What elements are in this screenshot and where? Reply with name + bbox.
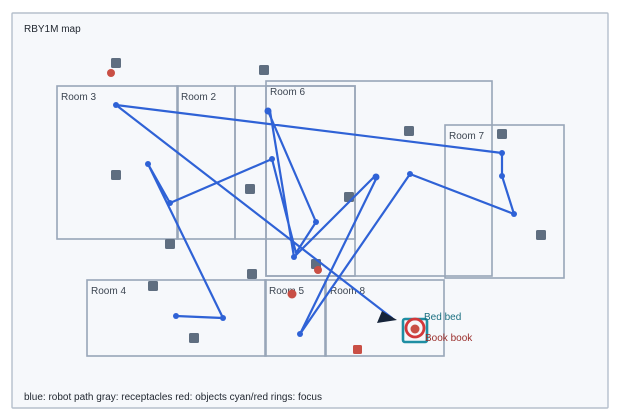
room-3 bbox=[56, 85, 179, 240]
room-label-7: Room 7 bbox=[449, 131, 484, 142]
focus-object-ring bbox=[404, 317, 426, 339]
receptacle-marker bbox=[245, 184, 255, 194]
waypoint bbox=[264, 107, 272, 115]
room-label-3: Room 3 bbox=[61, 92, 96, 103]
receptacle-marker bbox=[536, 230, 546, 240]
waypoint bbox=[173, 313, 179, 319]
room-label-4: Room 4 bbox=[91, 286, 126, 297]
waypoint bbox=[407, 171, 413, 177]
waypoint bbox=[297, 331, 303, 337]
waypoint bbox=[145, 161, 151, 167]
map-title: RBY1M map bbox=[24, 24, 81, 35]
receptacle-marker bbox=[259, 65, 269, 75]
object-marker bbox=[353, 345, 362, 354]
focus-object-label: Book book bbox=[425, 333, 473, 344]
room-4 bbox=[86, 279, 267, 357]
receptacle-marker bbox=[165, 239, 175, 249]
map-legend: blue: robot path gray: receptacles red: … bbox=[24, 392, 322, 403]
receptacle-marker bbox=[148, 281, 158, 291]
object-marker bbox=[107, 69, 115, 77]
room-label-8: Room 8 bbox=[330, 286, 365, 297]
waypoints-layer bbox=[113, 102, 517, 337]
room-8 bbox=[324, 279, 445, 357]
room-labels-layer: Room 3 Room 2 Room 6 Room 7 Room 4 Room … bbox=[61, 87, 484, 297]
waypoint bbox=[291, 254, 297, 260]
receptacle-marker bbox=[111, 170, 121, 180]
arrow-heading-icon bbox=[377, 311, 397, 323]
receptacle-marker bbox=[111, 58, 121, 68]
receptacle-marker bbox=[189, 333, 199, 343]
waypoint bbox=[167, 200, 173, 206]
focus-receptacle-label: Bed bed bbox=[424, 312, 461, 323]
room-label-5: Room 5 bbox=[269, 286, 304, 297]
waypoint bbox=[372, 173, 380, 181]
receptacle-marker bbox=[497, 129, 507, 139]
object-marker bbox=[314, 266, 322, 274]
waypoint bbox=[511, 211, 517, 217]
focus-object-marker bbox=[410, 324, 420, 334]
focus-layer: Bed bed Book book bbox=[401, 312, 473, 344]
robot-path-final-leg bbox=[114, 103, 394, 320]
room-label-6: Room 6 bbox=[270, 87, 305, 98]
waypoint bbox=[313, 219, 319, 225]
waypoint bbox=[113, 102, 119, 108]
waypoint bbox=[269, 156, 275, 162]
receptacle-marker bbox=[404, 126, 414, 136]
object-marker bbox=[287, 289, 297, 299]
waypoint bbox=[499, 173, 505, 179]
room-7 bbox=[444, 124, 565, 279]
waypoint bbox=[499, 150, 505, 156]
rooms-layer bbox=[56, 80, 565, 357]
receptacle-marker bbox=[247, 269, 257, 279]
waypoint bbox=[220, 315, 226, 321]
objects-layer bbox=[107, 69, 362, 354]
room-6 bbox=[265, 85, 356, 277]
room-label-2: Room 2 bbox=[181, 92, 216, 103]
room-5 bbox=[264, 279, 327, 357]
